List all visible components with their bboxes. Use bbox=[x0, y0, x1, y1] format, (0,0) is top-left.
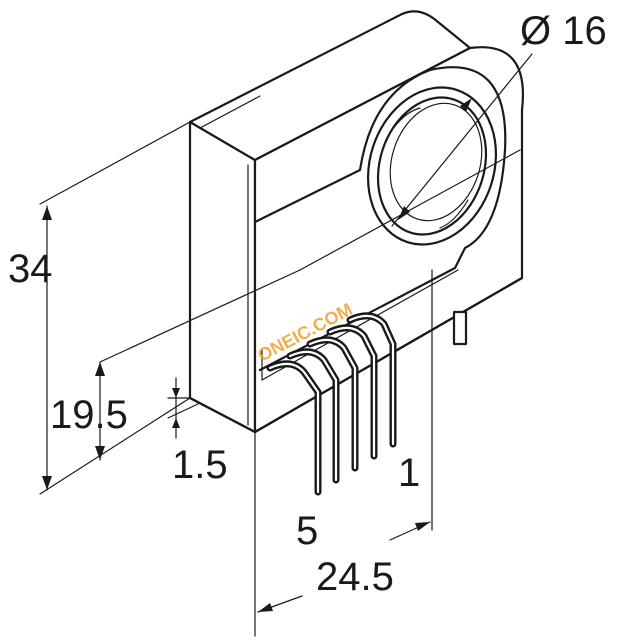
dimension-diameter-label: Ø 16 bbox=[520, 9, 607, 53]
mounting-pin bbox=[452, 310, 468, 346]
pin-label-last: 5 bbox=[296, 509, 318, 553]
dimension-width-label: 24.5 bbox=[316, 555, 394, 599]
aperture bbox=[366, 86, 498, 246]
dimension-pin-height-label: 19.5 bbox=[50, 393, 128, 437]
pin-label-first: 1 bbox=[398, 451, 420, 495]
dimension-height-label: 34 bbox=[8, 247, 53, 291]
dimension-lines bbox=[39, 53, 533, 637]
pin-array bbox=[266, 312, 397, 496]
dimension-standoff-label: 1.5 bbox=[172, 443, 228, 487]
